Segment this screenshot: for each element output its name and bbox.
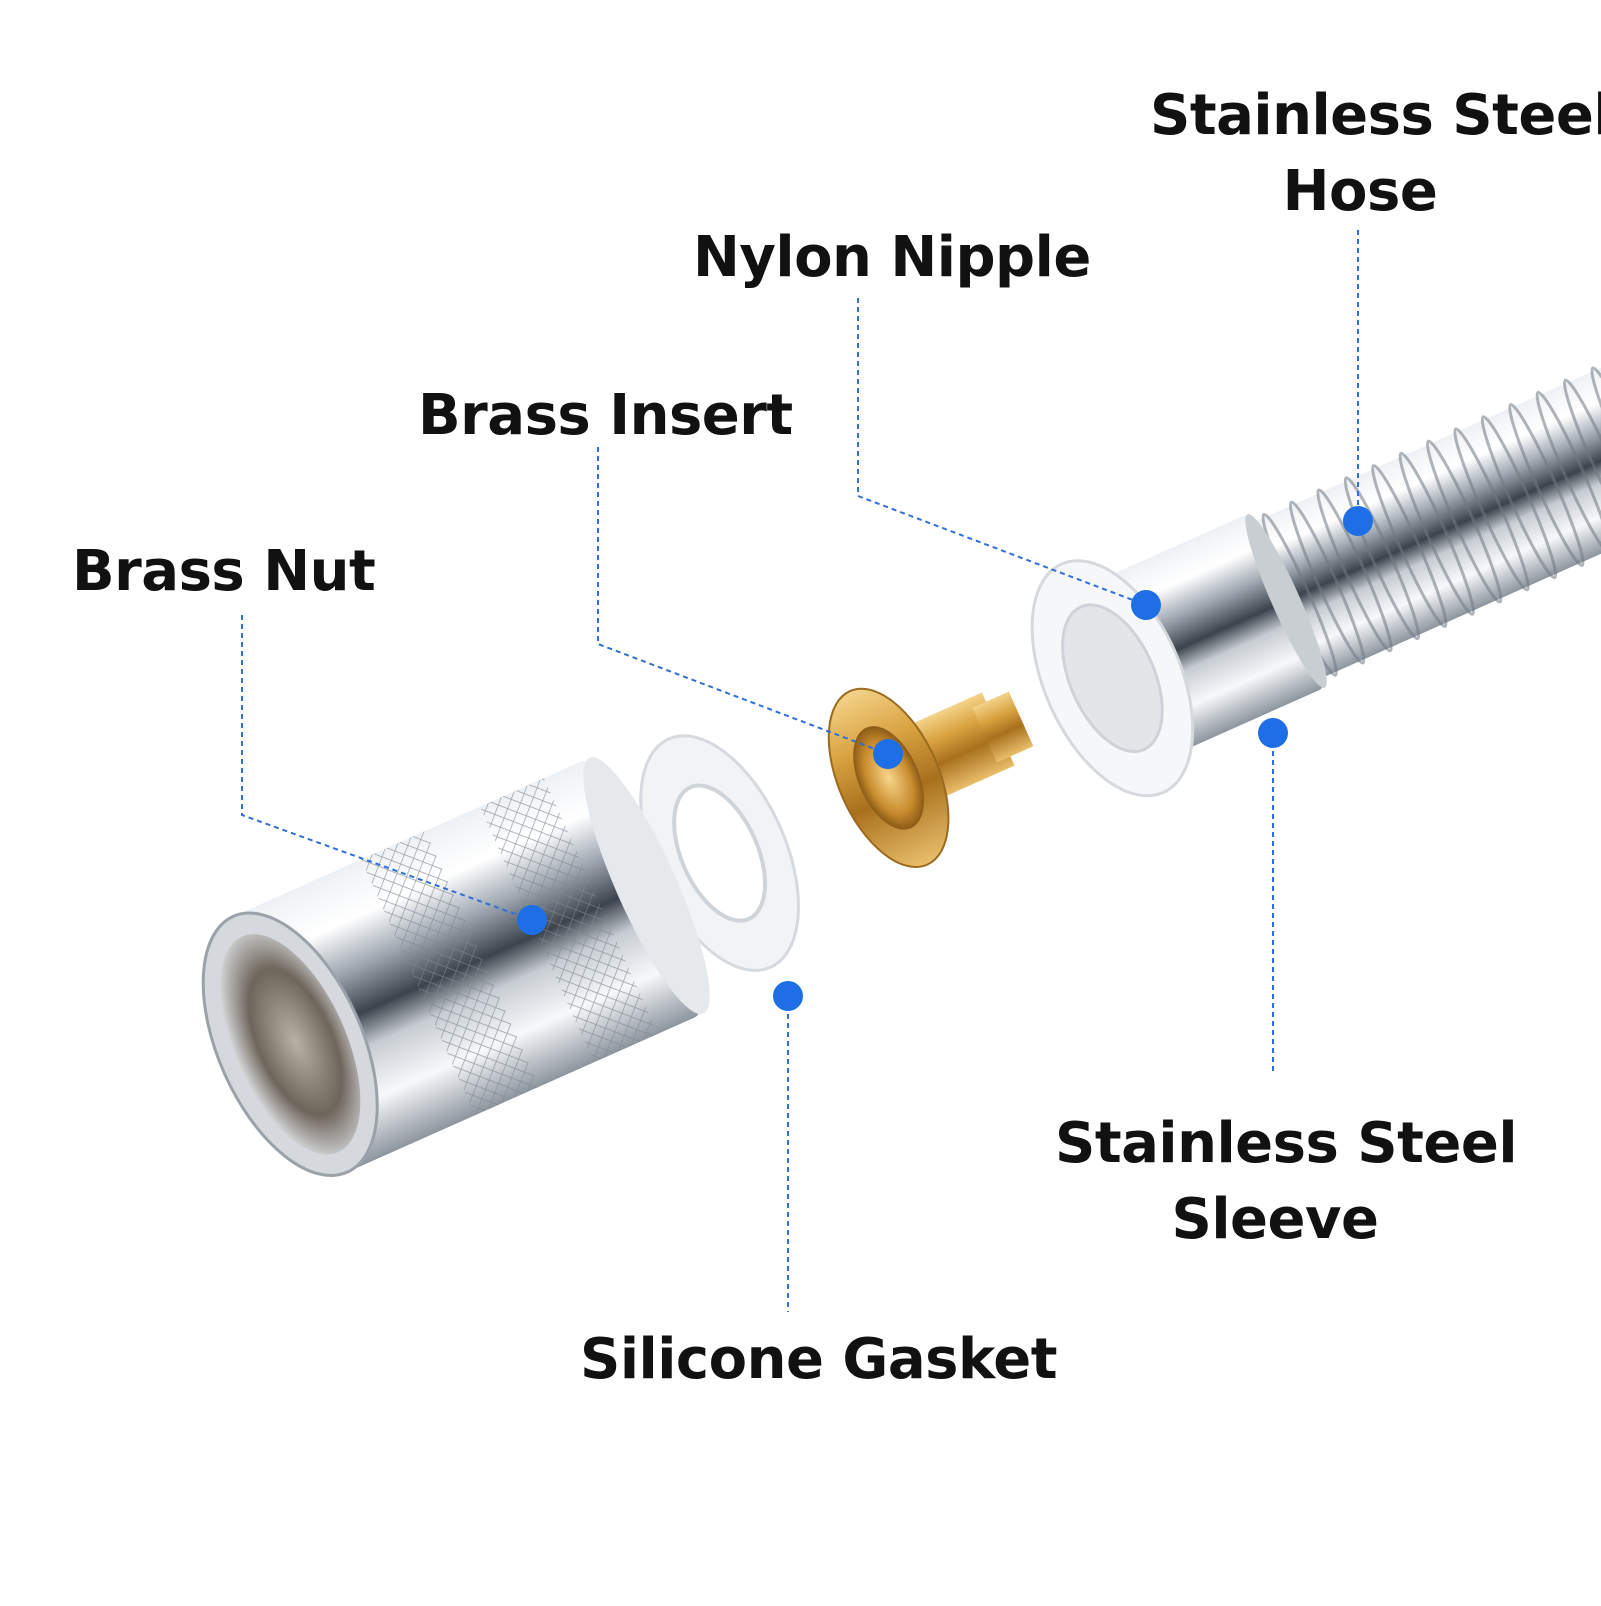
marker-insert: [873, 739, 903, 769]
hose-assembly: [201, 356, 1601, 1177]
hose-rib: [1371, 464, 1448, 628]
leader-nut: [241, 615, 533, 921]
hose-rib: [1343, 476, 1421, 641]
hose-rib: [1316, 488, 1393, 653]
nut-icon: [201, 757, 710, 1177]
nipple-icon: [1030, 559, 1195, 798]
label-brass-insert: Brass Insert: [418, 383, 793, 448]
hose-rib: [1425, 439, 1503, 604]
label-hose-line2: Hose: [1282, 159, 1438, 224]
label-sleeve-line1: Stainless Steel: [1055, 1111, 1518, 1176]
marker-gasket: [773, 981, 803, 1011]
insert-icon: [827, 687, 1034, 868]
label-stainless-steel-hose: Stainless Steel Hose: [1150, 78, 1601, 230]
label-hose-line1: Stainless Steel: [1150, 83, 1601, 148]
hose-rib: [1562, 378, 1601, 543]
hose-rib: [1453, 427, 1530, 592]
hose-icon: [1242, 356, 1601, 683]
hose-rib: [1535, 390, 1601, 555]
label-sleeve-line2: Sleeve: [1171, 1187, 1379, 1252]
hose-rib: [1508, 403, 1585, 567]
label-brass-nut: Brass Nut: [72, 539, 376, 604]
marker-sleeve: [1258, 718, 1288, 748]
hose-rib: [1398, 451, 1475, 616]
hose-rib: [1590, 366, 1601, 531]
markers: [517, 506, 1373, 1011]
label-stainless-steel-sleeve: Stainless Steel Sleeve: [1055, 1106, 1518, 1258]
hose-rib: [1288, 500, 1366, 665]
marker-nipple: [1131, 590, 1161, 620]
marker-hose: [1343, 506, 1373, 536]
leader-lines: [241, 230, 1359, 1312]
marker-nut: [517, 905, 547, 935]
label-silicone-gasket: Silicone Gasket: [580, 1327, 1058, 1392]
leader-insert: [597, 447, 889, 755]
leader-nipple: [857, 298, 1147, 606]
label-nylon-nipple: Nylon Nipple: [693, 225, 1091, 290]
hose-rib: [1480, 415, 1558, 580]
